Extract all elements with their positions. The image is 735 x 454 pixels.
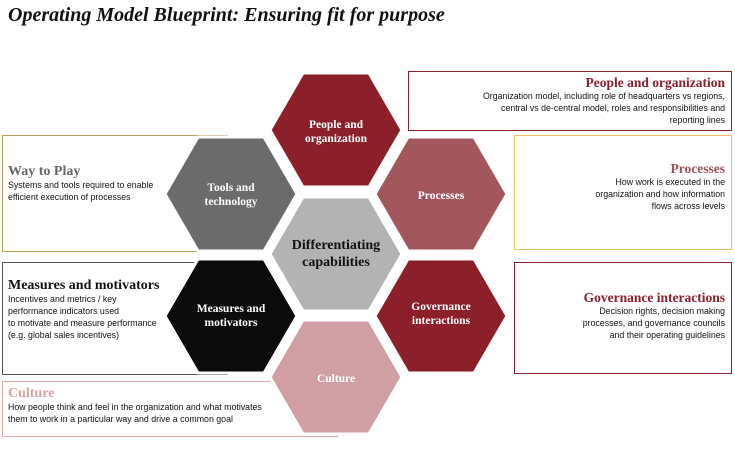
page-title: Operating Model Blueprint: Ensuring fit …: [8, 4, 445, 26]
processes-desc-line1: How work is executed in the: [615, 177, 725, 187]
hex-people-label-line2: organization: [305, 133, 368, 145]
hex-differentiating-capabilities: [268, 195, 404, 313]
people-organization-desc-line1: Organization model, including role of he…: [482, 91, 725, 101]
hex-measures-label-line1: Measures and: [197, 303, 266, 315]
hex-people-label-line1: People and: [309, 119, 364, 131]
hex-tools-label-line1: Tools and: [207, 182, 255, 194]
hex-measures-motivators: [163, 257, 299, 375]
hex-governance-label-line1: Governance: [411, 301, 470, 313]
culture-desc-line2: them to work in a particular way and dri…: [8, 413, 233, 424]
hex-tools-label-line2: technology: [204, 196, 257, 208]
governance-desc-line1: Decision rights, decision making: [599, 306, 725, 316]
way-to-play-desc-line2: efficient execution of processes: [8, 191, 131, 202]
hex-center-label-line2: capabilities: [302, 255, 370, 270]
people-organization-desc-line3: reporting lines: [669, 114, 725, 125]
governance-desc-line3: and their operating guidelines: [609, 329, 725, 340]
people-organization-box: People and organization Organization mod…: [408, 71, 732, 131]
culture-heading: Culture: [8, 386, 55, 401]
measures-motivators-heading: Measures and motivators: [8, 278, 160, 293]
people-organization-desc-line2: central vs de-central model, roles and r…: [501, 102, 725, 113]
governance-desc-line2: processes, and governance councils: [582, 317, 725, 328]
hex-center-label-line1: Differentiating: [292, 238, 380, 253]
hex-governance-label-line2: interactions: [412, 315, 471, 327]
processes-desc-line2: organization and how information: [595, 188, 725, 199]
measures-desc-line2: performance indicators used: [8, 305, 119, 316]
people-organization-heading: People and organization: [585, 75, 725, 90]
hex-culture: [268, 318, 404, 436]
hex-processes: [373, 135, 509, 253]
processes-desc-line3: flows across levels: [651, 200, 725, 211]
processes-box: Processes How work is executed in the or…: [514, 135, 732, 250]
culture-desc-line1: How people think and feel in the organiz…: [8, 402, 262, 412]
hex-culture-label: Culture: [317, 373, 355, 385]
hex-tools-technology: [163, 135, 299, 253]
governance-interactions-box: Governance interactions Decision rights,…: [514, 262, 732, 374]
measures-desc-line3: to motivate and measure performance: [8, 317, 157, 328]
governance-interactions-heading: Governance interactions: [583, 290, 725, 305]
measures-desc-line1: Incentives and metrics / key: [8, 294, 117, 304]
way-to-play-heading: Way to Play: [8, 164, 81, 179]
hex-people-organization: [268, 71, 404, 189]
measures-desc-line4: (e.g. global sales incentives): [8, 329, 119, 340]
hex-measures-label-line2: motivators: [204, 317, 258, 329]
hex-processes-label: Processes: [418, 190, 465, 202]
hex-governance-interactions: [373, 257, 509, 375]
way-to-play-desc-line1: Systems and tools required to enable: [8, 180, 154, 190]
processes-heading: Processes: [670, 161, 725, 176]
